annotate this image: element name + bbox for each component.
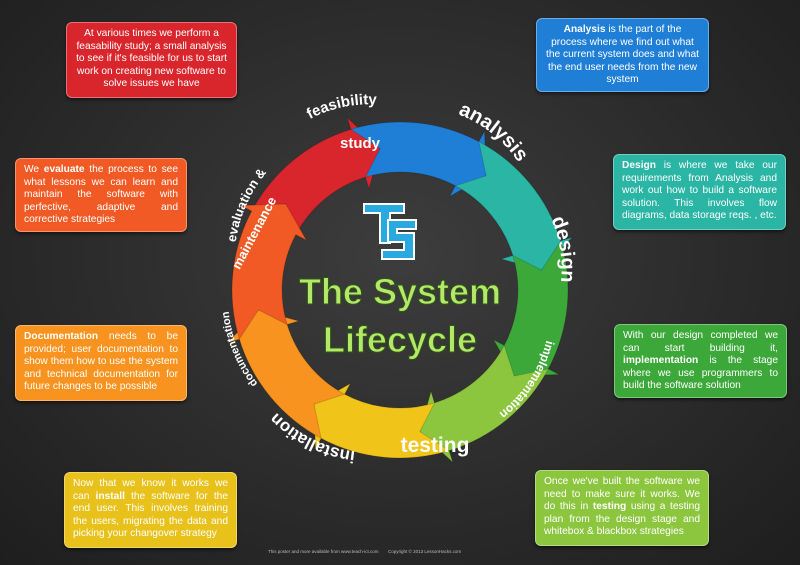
testing-pre: Once we've built the software we need to…	[544, 476, 700, 513]
installation-bold: install	[95, 490, 125, 502]
info-box-feasibility: At various times we perform a feasabilit…	[66, 22, 237, 98]
stage-label-study: study	[340, 135, 381, 152]
stage-arrow-evaluation	[231, 203, 308, 341]
page-title-line1: The System	[299, 271, 501, 312]
info-box-analysis: Analysis is the part of the process wher…	[536, 18, 709, 92]
feasibility-text: At various times we perform a feasabilit…	[76, 28, 227, 90]
evaluation-pre: We	[24, 164, 44, 175]
info-box-design: Design is where we take our requirements…	[613, 154, 786, 230]
stage-label-feasibility: feasibility	[304, 91, 378, 122]
testing-text: using a testing plan from the design sta…	[544, 501, 701, 538]
stage-arrow-documentation	[226, 309, 346, 440]
evaluation-bold: evaluate	[43, 164, 85, 175]
installation-pre: Now that we know it works we can	[73, 478, 228, 502]
design-bold: Design	[622, 160, 656, 171]
implementation-text: is the stage where we use programmers to…	[623, 355, 778, 392]
stage-label-testing: testing	[401, 434, 470, 457]
info-box-implementation: With our design completed we can start b…	[614, 324, 787, 398]
implementation-pre: With our design completed we can start b…	[623, 330, 778, 354]
testing-bold: testing	[592, 501, 627, 513]
documentation-text: needs to be provided; user documentation…	[24, 331, 178, 393]
installation-text: the software for the end user. This invo…	[73, 490, 228, 540]
info-box-evaluation: We evaluate the process to see what less…	[15, 158, 187, 232]
page-title-line2: Lifecycle	[323, 319, 477, 360]
info-box-testing: Once we've built the software we need to…	[535, 470, 709, 546]
info-box-installation: Now that we know it works we can install…	[64, 472, 237, 548]
stage-arrow-testing	[419, 344, 550, 464]
design-text: is where we take our requirements from A…	[622, 160, 777, 222]
analysis-bold: Analysis	[563, 24, 606, 35]
implementation-bold: implementation	[623, 355, 699, 367]
footer-right: Copyright © 2013 LessonHacks.com	[388, 549, 462, 554]
documentation-bold: Documentation	[24, 331, 99, 342]
analysis-text: is the part of the process where we find…	[546, 24, 699, 86]
stage-arrow-feasibility	[250, 116, 381, 236]
evaluation-text: the process to see what lessons we can l…	[24, 164, 179, 226]
stage-arrow-design	[454, 140, 574, 271]
logo-icon	[363, 203, 417, 260]
footer-left: This poster and more available from www.…	[268, 549, 379, 554]
info-box-documentation: Documentation needs to be provided; user…	[15, 325, 187, 401]
